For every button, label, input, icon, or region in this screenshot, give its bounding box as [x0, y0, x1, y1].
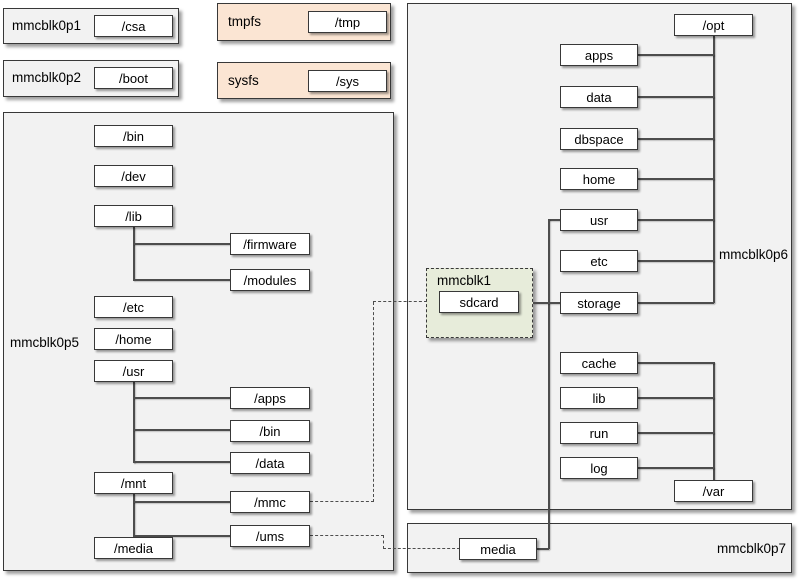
dir-node-home: /home [94, 328, 173, 350]
dir-node-mnt-mmc: /mmc [230, 491, 310, 513]
connector-opt-usr [638, 219, 714, 221]
mount-node-boot: /boot [94, 67, 173, 89]
dir-node-mnt: /mnt [94, 472, 173, 494]
mount-node-sys: /sys [308, 70, 387, 92]
connector-var-lib [638, 397, 714, 399]
partition-label-mmcblk1: mmcblk1 [437, 273, 492, 288]
connector-lib-modules [133, 279, 230, 281]
dashed-connector-ums-to-media [383, 548, 460, 549]
partition-label-mmcblk0p2: mmcblk0p2 [12, 70, 82, 85]
dir-node-mnt-ums: /ums [230, 525, 310, 547]
connector-mnt-mmc [133, 501, 230, 503]
connector-var-trunk [713, 362, 715, 480]
partition-label-mmcblk0p6: mmcblk0p6 [719, 247, 789, 262]
mount-node-sdcard: sdcard [439, 291, 519, 313]
connector-var-run [638, 432, 714, 434]
dashed-connector-mmc-to-mmcblk1 [373, 301, 427, 302]
dir-node-etc: /etc [94, 296, 173, 318]
dir-node-media: /media [94, 537, 173, 559]
partition-box-mmcblk0p5 [3, 112, 394, 571]
dashed-connector-ums-vertical [383, 535, 384, 549]
dashed-connector-mmc-vertical [373, 302, 374, 502]
partition-label-tmpfs: tmpfs [228, 14, 262, 29]
connector-usr-apps [133, 397, 230, 399]
partition-label-mmcblk0p7: mmcblk0p7 [717, 541, 787, 556]
connector-sdcard-storage [533, 302, 561, 304]
connector-opt-dbspace [638, 138, 714, 140]
connector-var-cache [638, 362, 714, 364]
dir-node-var-log: log [560, 457, 638, 479]
partition-label-sysfs: sysfs [228, 73, 259, 88]
connector-lib-firmware [133, 243, 230, 245]
dashed-connector-ums-horizontal [310, 535, 384, 536]
dir-node-modules: /modules [230, 269, 310, 291]
dir-node-var-lib: lib [560, 387, 638, 409]
connector-lib-trunk [133, 227, 135, 280]
connector-opt-trunk [713, 36, 715, 303]
dir-node-var: /var [674, 480, 753, 502]
dir-node-opt-data: data [560, 86, 638, 108]
connector-mnt-trunk [133, 494, 135, 536]
dir-node-usr-apps: /apps [230, 387, 310, 409]
connector-usr-bin [133, 429, 230, 431]
dir-node-opt: /opt [674, 14, 753, 36]
dir-node-var-cache: cache [560, 352, 638, 374]
dir-node-opt-home: home [560, 168, 638, 190]
dir-node-usr: /usr [94, 360, 173, 382]
connector-mnt-ums [133, 535, 230, 537]
mount-node-media-p7: media [459, 538, 537, 560]
connector-var-log [638, 467, 714, 469]
partition-label-mmcblk0p5: mmcblk0p5 [10, 335, 80, 350]
dir-node-usr-bin: /bin [230, 420, 310, 442]
dir-node-lib: /lib [94, 205, 173, 227]
connector-opt-apps [638, 54, 714, 56]
connector-opt-home [638, 178, 714, 180]
connector-opt-storage [638, 302, 714, 304]
dir-node-var-run: run [560, 422, 638, 444]
connector-usr-data [133, 461, 230, 463]
partition-label-mmcblk0p1: mmcblk0p1 [12, 18, 82, 33]
dir-node-opt-storage: storage [560, 292, 638, 314]
mount-node-tmp: /tmp [308, 11, 387, 33]
dir-node-firmware: /firmware [230, 233, 310, 255]
mount-node-csa: /csa [94, 15, 173, 37]
connector-usr-media-vertical [548, 219, 550, 549]
dir-node-opt-apps: apps [560, 44, 638, 66]
dashed-connector-mmc-horizontal [310, 501, 374, 502]
dir-node-bin: /bin [94, 125, 173, 147]
dir-node-usr-data: /data [230, 452, 310, 474]
connector-usr-media-top [548, 219, 561, 221]
dir-node-opt-dbspace: dbspace [560, 128, 638, 150]
connector-opt-etc [638, 260, 714, 262]
dir-node-opt-etc: etc [560, 250, 638, 272]
connector-usr-media-hook [537, 548, 549, 550]
connector-usr-trunk [133, 382, 135, 463]
dir-node-dev: /dev [94, 165, 173, 187]
connector-opt-data [638, 96, 714, 98]
dir-node-opt-usr: usr [560, 209, 638, 231]
